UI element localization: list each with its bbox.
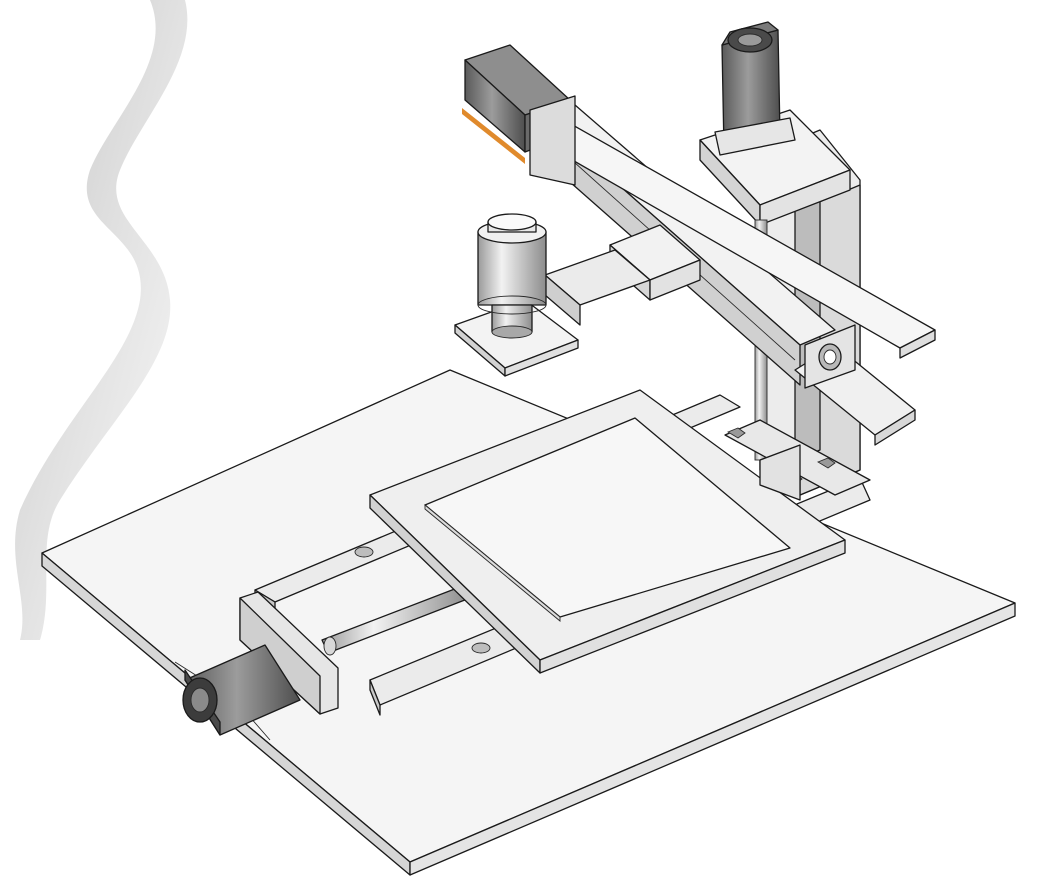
x-stepper-motor <box>462 44 576 186</box>
y-motor-mount <box>239 591 339 715</box>
z-stepper-motor <box>714 21 796 156</box>
spindle-head <box>454 213 579 377</box>
xy-work-table <box>369 389 846 674</box>
background-shadow <box>15 0 188 640</box>
spindle-carriage <box>544 224 701 326</box>
y-stepper-motor <box>182 644 301 736</box>
